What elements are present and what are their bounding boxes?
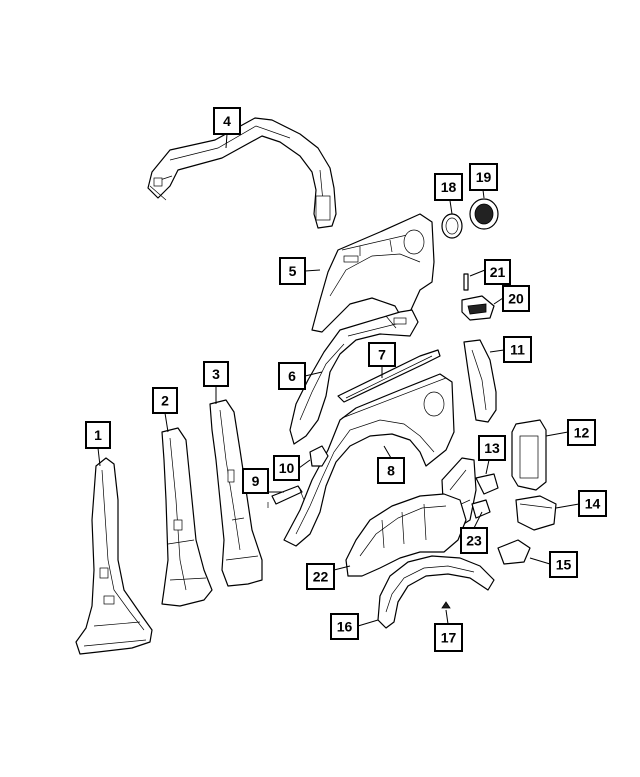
part-8-outer-quarter-panel: [283, 373, 455, 547]
callout-20: 20: [502, 285, 530, 312]
part-7-rail: [337, 349, 441, 403]
callout-10: 10: [273, 455, 300, 481]
leader-lines: [97, 133, 580, 627]
part-21-pin: [463, 273, 469, 291]
svg-text:7: 7: [378, 347, 386, 363]
part-16-liner: [377, 555, 495, 629]
svg-text:4: 4: [223, 113, 231, 129]
callout-2: 2: [152, 387, 178, 414]
svg-text:8: 8: [387, 463, 395, 479]
callout-21: 21: [484, 259, 511, 285]
part-9-bracket: [267, 485, 305, 508]
callout-7: 7: [368, 342, 396, 367]
callout-8: 8: [377, 457, 405, 484]
callout-19: 19: [469, 163, 498, 191]
svg-text:16: 16: [337, 619, 353, 635]
part-15-bracket: [497, 539, 531, 565]
part-17-clip: [441, 601, 451, 609]
part-10-bracket: [309, 445, 329, 467]
svg-text:11: 11: [510, 342, 525, 358]
part-23-plate: [471, 473, 499, 519]
svg-text:10: 10: [279, 460, 295, 476]
part-12-lamp-pocket: [511, 419, 547, 491]
svg-text:2: 2: [161, 393, 169, 409]
callout-18: 18: [434, 173, 463, 201]
svg-text:9: 9: [252, 473, 260, 489]
callout-13: 13: [478, 435, 506, 461]
part-14-bin: [515, 495, 557, 531]
svg-text:18: 18: [441, 179, 457, 195]
svg-text:3: 3: [212, 366, 220, 382]
part-19-fuel-door: [469, 198, 499, 230]
part-18-fuel-housing: [441, 213, 463, 239]
part-5-quarter-inner-panel: [311, 213, 435, 333]
part-20-module: [461, 295, 495, 321]
svg-text:5: 5: [289, 263, 297, 279]
part-4-roof-rail: [147, 117, 337, 229]
part-1-a-pillar: [75, 457, 153, 655]
part-6-wheelhouse-inner: [289, 309, 419, 445]
callout-15: 15: [549, 551, 578, 578]
svg-text:14: 14: [585, 496, 601, 512]
callout-6: 6: [278, 362, 306, 390]
svg-text:17: 17: [441, 630, 457, 646]
svg-text:21: 21: [490, 264, 506, 280]
callout-22: 22: [306, 563, 335, 590]
callout-1: 1: [85, 421, 111, 449]
callout-17: 17: [434, 623, 463, 652]
svg-text:15: 15: [556, 557, 572, 573]
svg-text:12: 12: [574, 425, 590, 441]
svg-text:20: 20: [508, 291, 524, 307]
callout-4: 4: [213, 107, 241, 135]
callout-5: 5: [279, 257, 306, 285]
callout-23: 23: [460, 527, 488, 554]
callout-12: 12: [567, 419, 596, 446]
callout-14: 14: [578, 490, 607, 517]
svg-text:19: 19: [476, 169, 492, 185]
svg-text:23: 23: [466, 533, 482, 549]
svg-text:1: 1: [94, 427, 102, 443]
callout-11: 11: [503, 336, 532, 363]
svg-text:6: 6: [288, 368, 296, 384]
svg-text:13: 13: [484, 440, 500, 456]
callout-16: 16: [330, 613, 359, 640]
part-3-c-pillar: [209, 399, 263, 587]
callout-9: 9: [242, 468, 269, 494]
part-2-b-pillar: [161, 427, 213, 607]
callout-3: 3: [203, 361, 229, 387]
svg-text:22: 22: [313, 569, 329, 585]
part-11-extension: [463, 339, 497, 423]
